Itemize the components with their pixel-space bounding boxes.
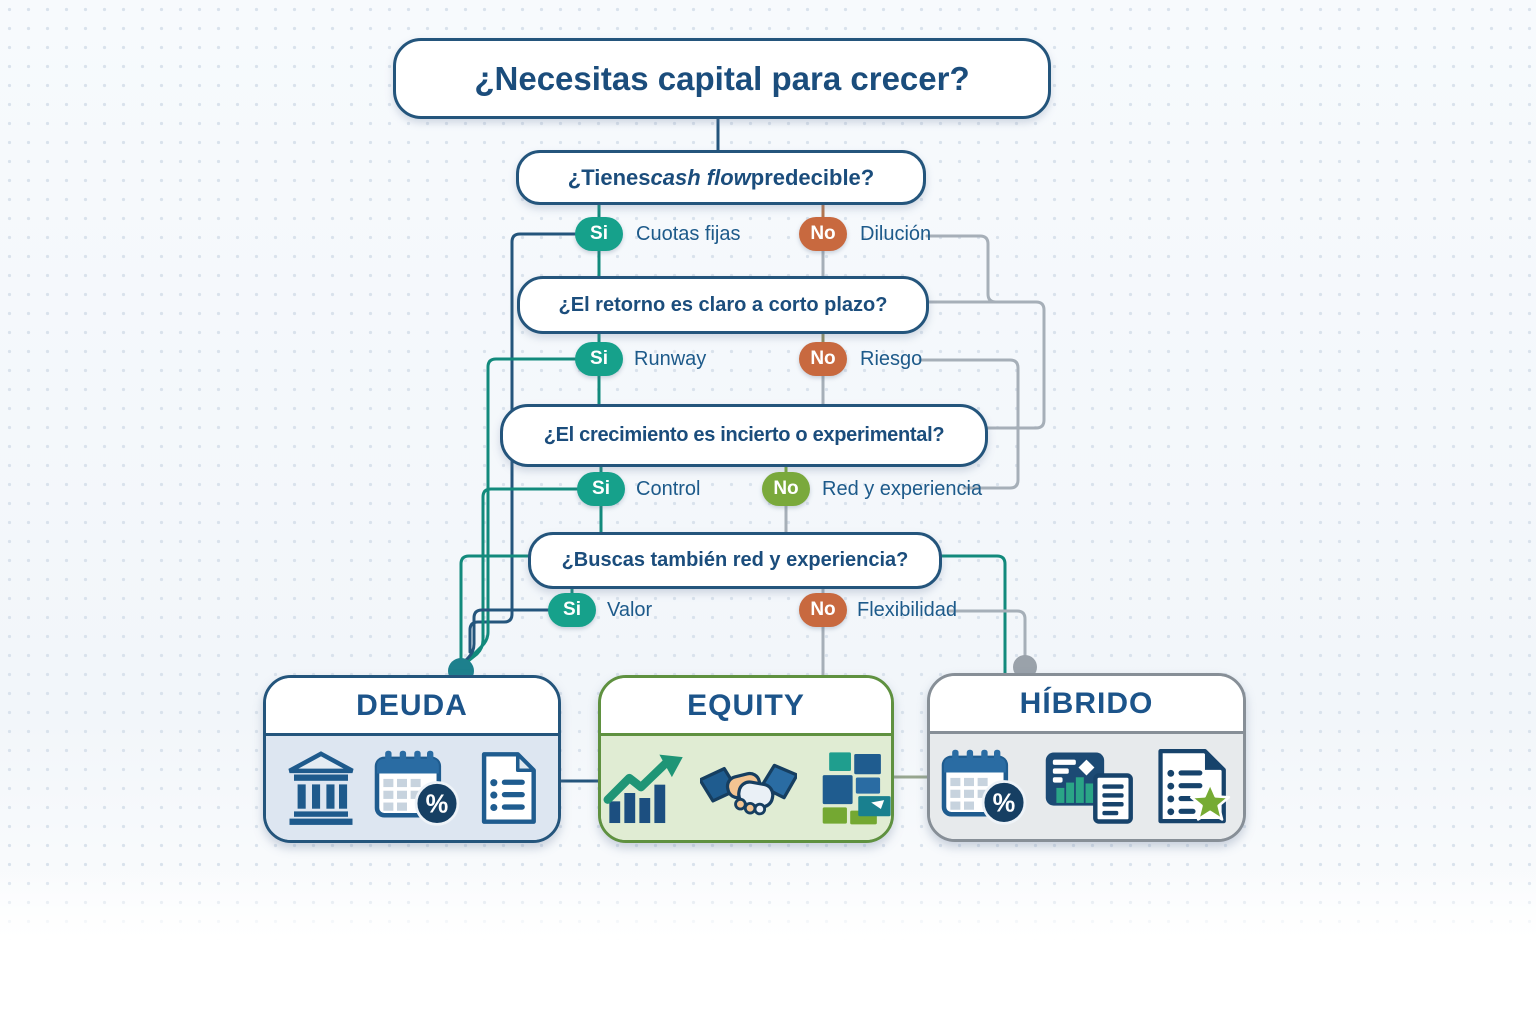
question-uncertain-growth: ¿El crecimiento es incierto o experiment…: [500, 404, 988, 467]
yes-label: Si: [592, 478, 610, 499]
no-label: No: [810, 223, 836, 244]
question-need-capital: ¿Necesitas capital para crecer?: [393, 38, 1051, 119]
outcome-title: DEUDA: [266, 678, 558, 736]
no-label: No: [810, 599, 836, 620]
growth-chart-icon: [603, 754, 683, 824]
question-network-experience: ¿Buscas también red y experiencia?: [528, 532, 942, 589]
outcome-icons: %: [930, 734, 1243, 839]
no-label: No: [773, 478, 799, 499]
no-tag-2: Riesgo: [860, 348, 923, 370]
svg-text:%: %: [426, 791, 449, 819]
outcome-title: HÍBRIDO: [930, 676, 1243, 734]
question-text-suffix: predecible?: [750, 164, 875, 190]
yes-pill-2: Si: [575, 342, 623, 376]
yes-pill-4: Si: [548, 593, 596, 627]
handshake-icon: [700, 763, 798, 816]
question-cash-flow: ¿Tienes cash flow predecible?: [516, 150, 926, 205]
calendar-percent-icon: %: [374, 750, 460, 826]
yes-tag-1: Cuotas fijas: [636, 223, 741, 245]
yes-tag-3: Control: [636, 478, 701, 500]
yes-label: Si: [563, 599, 581, 620]
checklist-star-icon: [1157, 748, 1230, 823]
question-text: ¿El crecimiento es incierto o experiment…: [543, 424, 945, 446]
building-blocks-icon: [823, 752, 891, 825]
yes-pill-3: Si: [577, 472, 625, 506]
question-text-italic: cash flow: [650, 164, 751, 190]
question-text: ¿El retorno es claro a corto plazo?: [558, 293, 888, 316]
no-pill-1: No: [799, 217, 847, 251]
chart-document-icon: [1045, 752, 1133, 824]
no-tag-4: Flexibilidad: [857, 599, 958, 621]
no-tag-3: Red y experiencia: [822, 478, 983, 500]
outcome-icons: %: [266, 736, 558, 840]
yes-tag-2: Runway: [634, 348, 707, 370]
yes-label: Si: [590, 223, 608, 244]
outcome-title: EQUITY: [601, 678, 891, 736]
no-tag-1: Dilución: [860, 223, 932, 245]
yes-tag-4: Valor: [607, 599, 653, 621]
no-label: No: [810, 348, 836, 369]
no-pill-4: No: [799, 593, 847, 627]
yes-label: Si: [590, 348, 608, 369]
outcome-hibrido: HÍBRIDO %: [927, 673, 1246, 842]
yes-pill-1: Si: [575, 217, 623, 251]
no-pill-3: No: [762, 472, 810, 506]
no-pill-2: No: [799, 342, 847, 376]
outcome-equity: EQUITY: [598, 675, 894, 843]
svg-text:%: %: [992, 789, 1015, 817]
outcome-deuda: DEUDA: [263, 675, 561, 843]
question-short-term-return: ¿El retorno es claro a corto plazo?: [517, 276, 929, 334]
question-text: ¿Buscas también red y experiencia?: [561, 549, 909, 571]
question-text: ¿Necesitas capital para crecer?: [474, 59, 970, 97]
calendar-percent-icon: %: [941, 749, 1026, 825]
bottom-fade: [0, 872, 1536, 1024]
outcome-icons: [601, 736, 891, 840]
question-text-prefix: ¿Tienes: [567, 164, 651, 190]
checklist-icon: [481, 752, 536, 824]
bank-icon: [288, 751, 354, 825]
star-shape: [1189, 781, 1230, 821]
